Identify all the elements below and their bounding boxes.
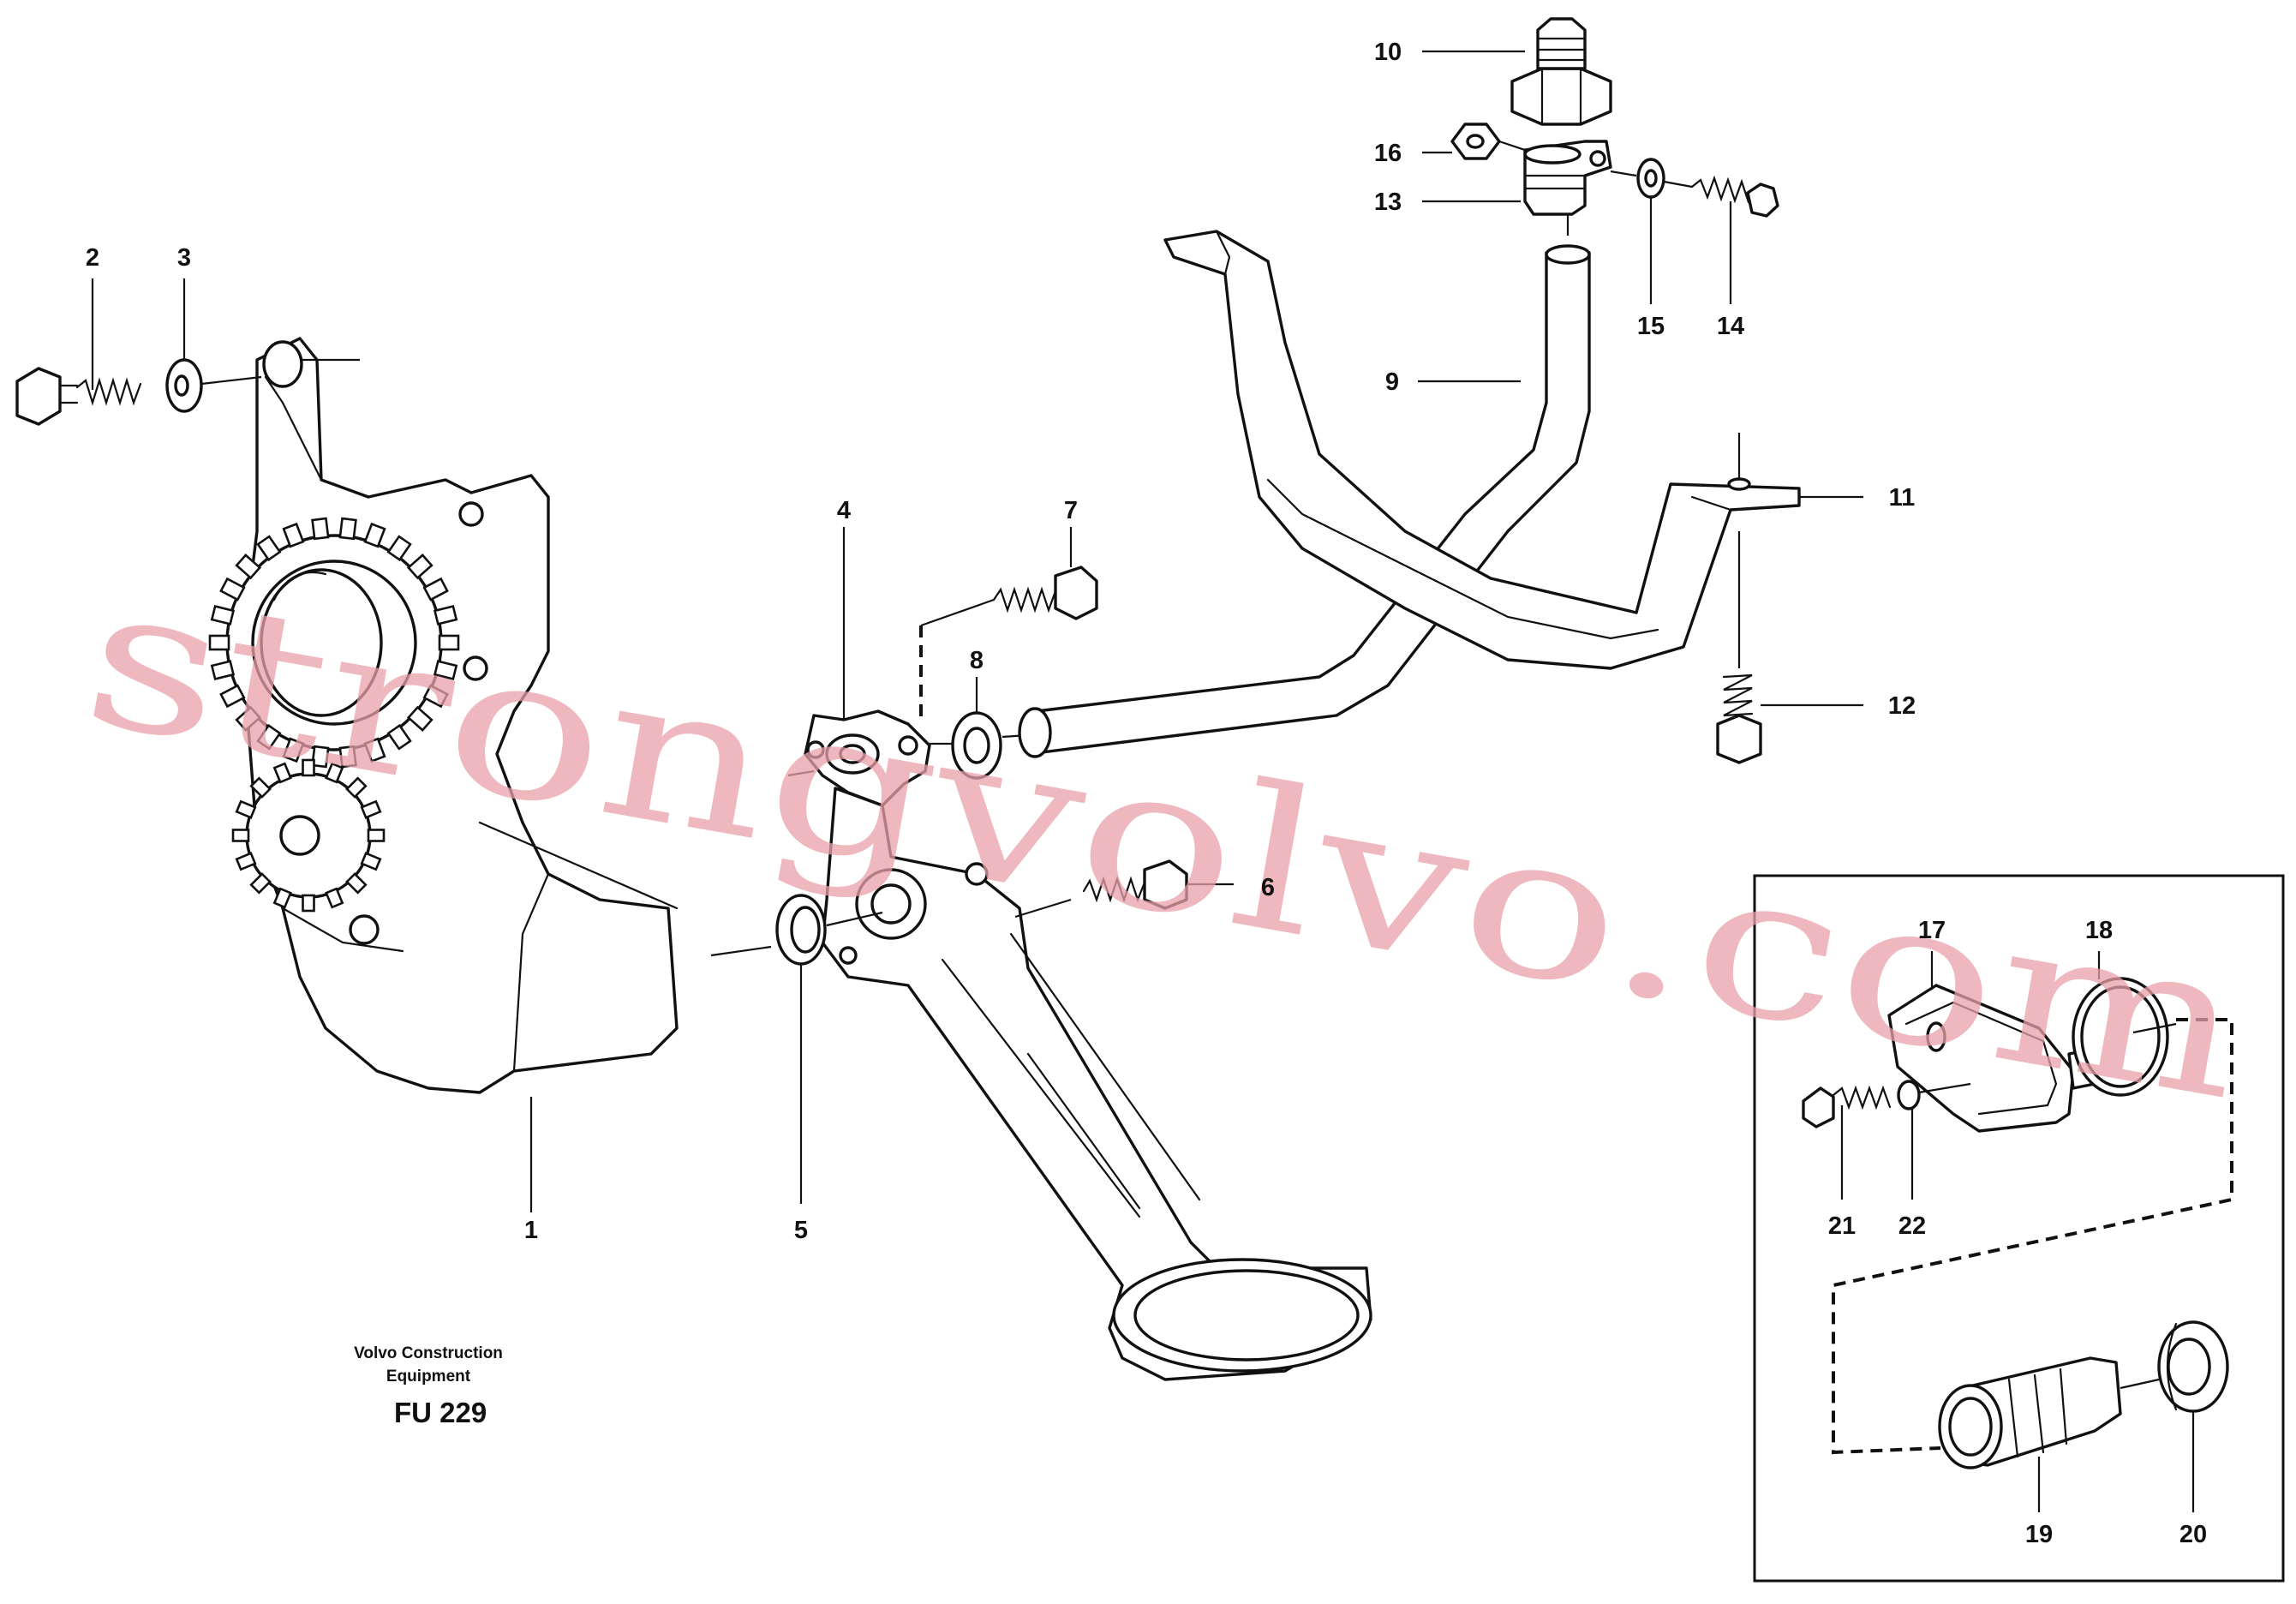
gear-tooth — [210, 604, 236, 625]
gear-tooth — [386, 535, 412, 562]
suction-pipe-flange — [787, 527, 931, 807]
part-label-8: 8 — [970, 647, 984, 674]
part-label-21: 21 — [1828, 1212, 1856, 1240]
gear-tooth — [406, 705, 433, 732]
credit-line-2: Equipment — [386, 1368, 471, 1386]
credit-line-1: Volvo Construction — [354, 1344, 503, 1362]
screw-part-14 — [1663, 175, 1779, 304]
bracket-part-11 — [1163, 230, 1863, 670]
gear-tooth — [249, 776, 272, 799]
gear-tooth — [433, 604, 458, 625]
gear-tooth — [345, 872, 368, 895]
part-label-14: 14 — [1717, 313, 1744, 340]
part-label-19: 19 — [2025, 1521, 2053, 1548]
gear-tooth — [282, 737, 305, 763]
gear-tooth — [208, 634, 230, 651]
bolt-part-6 — [1082, 859, 1234, 910]
part-label-9: 9 — [1385, 368, 1399, 396]
gear-tooth — [256, 535, 282, 562]
gear-tooth — [302, 894, 315, 913]
drive-gear — [208, 517, 460, 769]
washer-part-3 — [165, 278, 262, 413]
gear-tooth — [325, 762, 344, 784]
part-label-18: 18 — [2085, 917, 2113, 944]
seal-part-8 — [930, 677, 1029, 780]
part-label-7: 7 — [1064, 497, 1078, 524]
gear-tooth — [360, 852, 382, 871]
part-label-16: 16 — [1374, 140, 1402, 167]
part-label-11: 11 — [1889, 484, 1916, 512]
gear-tooth — [363, 522, 386, 548]
gear-tooth — [249, 872, 272, 895]
part-label-4: 4 — [837, 497, 851, 524]
part-label-15: 15 — [1637, 313, 1665, 340]
part-label-12: 12 — [1888, 692, 1916, 720]
gear-tooth — [433, 660, 458, 681]
bolt-part-12 — [1716, 673, 1863, 764]
gear-tooth — [272, 887, 292, 909]
gear-tooth — [360, 799, 382, 819]
gear-tooth — [256, 723, 282, 751]
gear-tooth — [235, 705, 262, 732]
gear-tooth — [235, 554, 262, 580]
gear-tooth — [345, 776, 368, 799]
gear-tooth — [367, 829, 386, 842]
drawing-number: FU 229 — [394, 1397, 487, 1428]
part-label-22: 22 — [1898, 1212, 1926, 1240]
gear-tooth — [219, 684, 246, 709]
gear-tooth — [311, 745, 330, 769]
gear-tooth — [422, 577, 449, 602]
gear-tooth — [338, 517, 357, 541]
gear-tooth — [282, 522, 305, 548]
gear-tooth — [219, 577, 246, 602]
inset-detail-box — [1753, 874, 2285, 1583]
part-label-3: 3 — [177, 244, 191, 272]
gear-tooth — [386, 723, 412, 751]
part-label-20: 20 — [2179, 1521, 2207, 1548]
part-label-17: 17 — [1918, 917, 1946, 944]
gear-tooth — [210, 660, 236, 681]
gear-tooth — [438, 634, 460, 651]
part-label-5: 5 — [794, 1217, 808, 1244]
bolt-part-7 — [919, 527, 1098, 724]
gear-tooth — [422, 684, 449, 709]
gear-tooth — [406, 554, 433, 580]
part-label-1: 1 — [524, 1217, 538, 1244]
gear-tooth — [231, 829, 250, 842]
idler-gear — [231, 758, 386, 913]
nut-part-16 — [1422, 123, 1526, 160]
gear-tooth — [302, 758, 315, 777]
gear-tooth — [338, 745, 357, 769]
suction-pipe-body — [821, 787, 1372, 1381]
part-label-10: 10 — [1374, 39, 1402, 66]
gear-tooth — [363, 737, 386, 763]
union-part-10 — [1422, 17, 1612, 126]
washer-part-15 — [1610, 158, 1665, 304]
gear-tooth — [235, 799, 257, 819]
gear-tooth — [311, 517, 330, 541]
part-label-13: 13 — [1374, 189, 1402, 216]
part-label-6: 6 — [1261, 874, 1275, 901]
clamp-part-13 — [1422, 140, 1612, 216]
gear-tooth — [325, 887, 344, 909]
gear-tooth — [235, 852, 257, 871]
part-label-2: 2 — [86, 244, 99, 272]
o-ring-part-5 — [710, 894, 883, 1204]
bolt-part-2 — [15, 278, 142, 426]
oil-pipe-part-9 — [1018, 210, 1591, 758]
gear-tooth — [272, 762, 292, 784]
